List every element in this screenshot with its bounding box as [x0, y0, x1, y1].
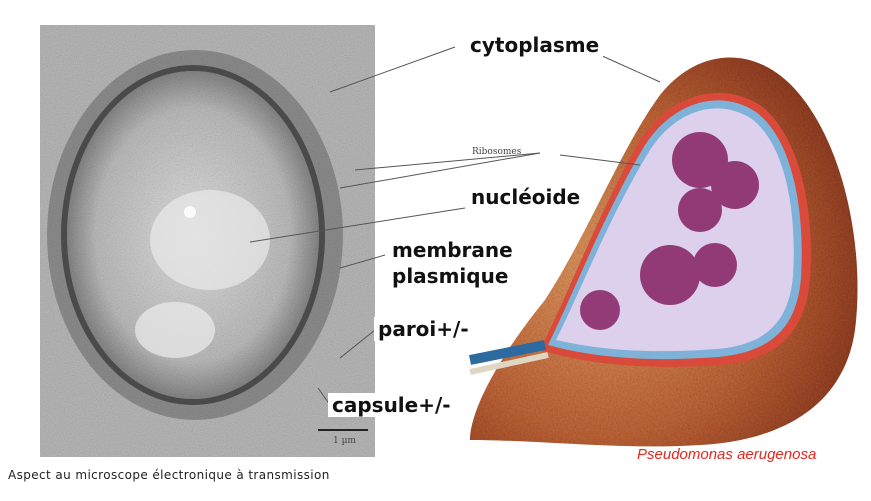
species-label: Pseudomonas aerugenosa [637, 446, 816, 463]
label-paroi: paroi+/- [374, 317, 473, 341]
label-nucleoide: nucléoide [467, 185, 584, 209]
label-ribosomes: Ribosomes [472, 147, 521, 157]
label-cytoplasme: cytoplasme [466, 33, 603, 57]
light-region [135, 302, 215, 358]
granule [184, 206, 196, 218]
label-plasmique: plasmique [388, 264, 512, 288]
scale-bar-label: 1 µm [333, 436, 356, 446]
figure-caption: Aspect au microscope électronique à tran… [8, 468, 330, 482]
micrograph [40, 25, 375, 457]
label-capsule: capsule+/- [328, 393, 455, 417]
nucleoid-region [150, 190, 270, 290]
label-membrane: membrane [388, 238, 533, 262]
